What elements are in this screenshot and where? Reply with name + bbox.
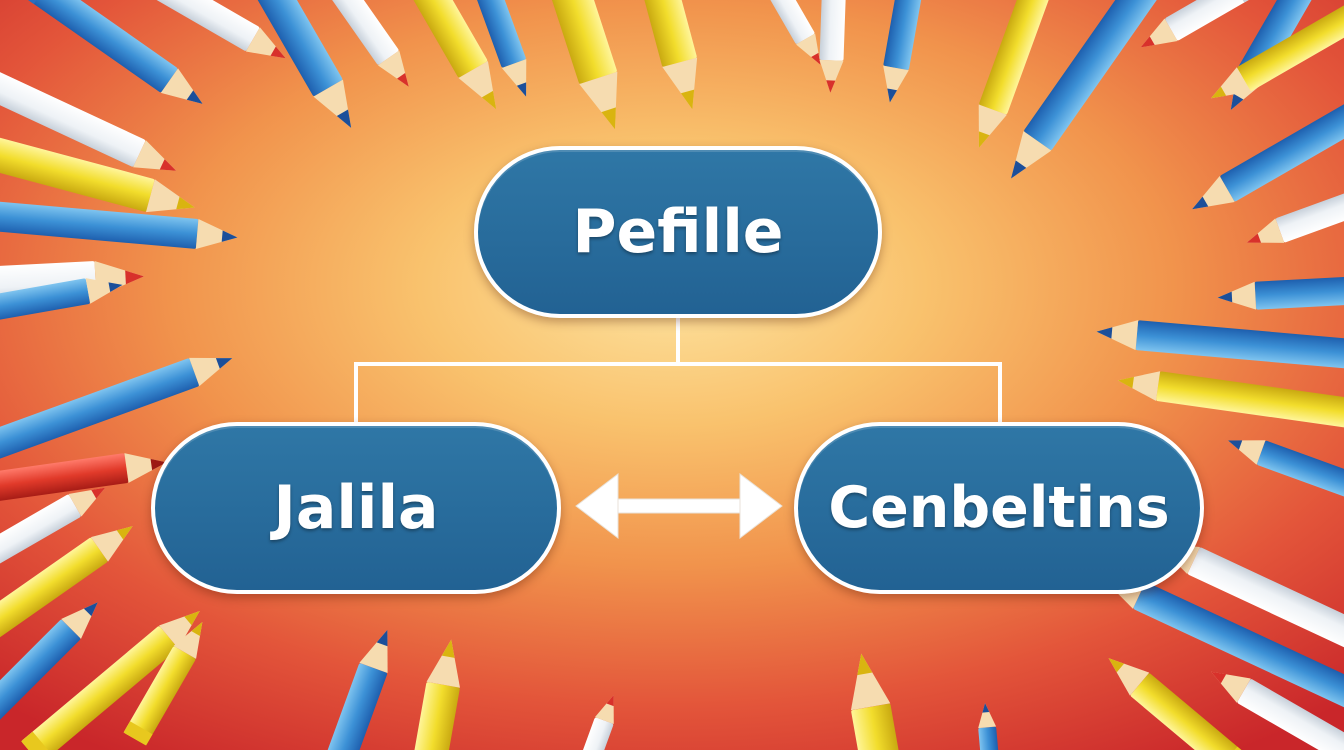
pencil-blue <box>0 199 238 249</box>
node-top[interactable]: Pefille <box>474 146 882 318</box>
pencil-blue <box>1192 91 1344 210</box>
pencil-yellow <box>123 622 203 746</box>
pencil-blue <box>1228 440 1344 506</box>
pencil-yellow <box>0 526 133 659</box>
pencil-yellow <box>411 639 461 750</box>
pencil-yellow <box>21 610 200 750</box>
pencil-yellow <box>1108 658 1249 750</box>
pencil-white <box>819 0 848 93</box>
pencil-blue <box>464 0 527 97</box>
pencil-blue <box>883 0 930 103</box>
pencil-blue <box>978 703 1000 750</box>
pencil-white <box>0 51 177 171</box>
pencil-yellow <box>536 0 618 130</box>
pencil-yellow <box>850 653 903 750</box>
pencil-white <box>1246 184 1344 243</box>
arrow-shaft <box>611 498 745 514</box>
pencil-white <box>0 487 106 576</box>
pencil-white <box>1140 0 1256 48</box>
pencil-blue <box>1011 0 1171 179</box>
pencil-yellow <box>978 0 1058 148</box>
pencil-yellow <box>634 0 698 110</box>
pencil-white <box>578 695 614 750</box>
pencil-blue <box>21 0 203 104</box>
pencil-yellow <box>389 0 497 110</box>
node-top-label: Pefille <box>572 197 784 267</box>
node-left[interactable]: Jalila <box>151 422 561 594</box>
pencil-blue <box>322 629 388 750</box>
pencil-white <box>304 0 409 87</box>
pencil-yellow <box>1117 371 1344 432</box>
pencil-red <box>0 453 167 507</box>
pencil-blue <box>0 357 233 468</box>
node-left-label: Jalila <box>273 473 439 543</box>
pencil-blue <box>1217 275 1344 310</box>
bidirectional-arrow <box>575 472 783 540</box>
arrow-head-right <box>739 472 783 540</box>
pencil-white <box>1211 671 1344 750</box>
tree-connector <box>354 316 1002 426</box>
pencil-blue <box>1096 320 1344 371</box>
pencil-blue <box>239 0 352 128</box>
node-right-label: Cenbeltins <box>828 475 1170 541</box>
pencil-blue <box>0 278 123 325</box>
pencil-yellow <box>1211 0 1344 99</box>
arrow-head-left <box>575 472 619 540</box>
node-right[interactable]: Cenbeltins <box>794 422 1204 594</box>
pencil-yellow <box>0 130 195 213</box>
pencil-white <box>134 0 286 59</box>
pencil-white <box>746 0 821 65</box>
pencil-blue <box>0 602 98 737</box>
